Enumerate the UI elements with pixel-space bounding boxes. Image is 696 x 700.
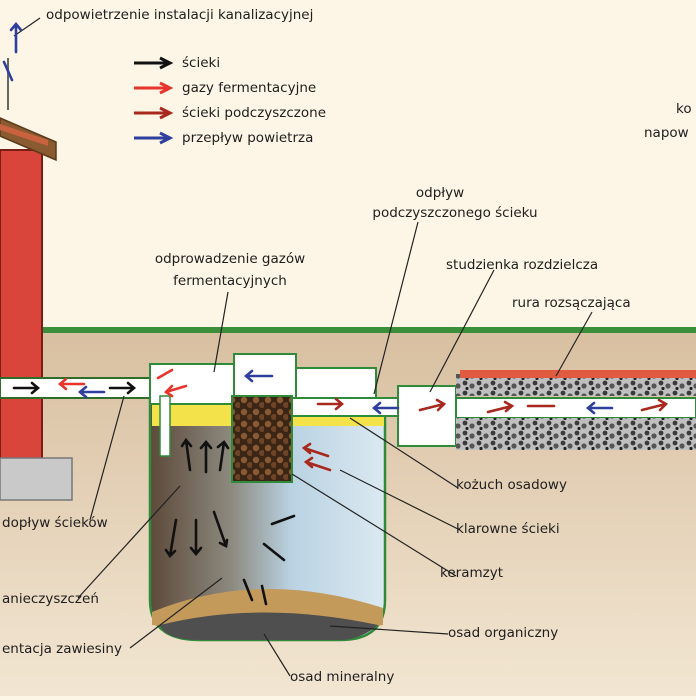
label-vent: odpowietrzenie instalacji kanalizacyjnej xyxy=(46,7,314,23)
label-right-top-1: ko xyxy=(676,101,692,117)
flow-arrows xyxy=(2,21,669,606)
arrow-black-icon xyxy=(134,56,174,70)
legend-label: gazy fermentacyjne xyxy=(182,80,317,96)
legend-label: ścieki podczyszczone xyxy=(182,105,327,121)
label-distribution-box: studzienka rozdzielcza xyxy=(446,257,599,273)
label-contaminants: anieczyszczeń xyxy=(2,591,99,607)
drain-gravel-top xyxy=(456,374,696,396)
ceramsite-filter xyxy=(231,395,293,483)
label-outflow-line2: podczyszczonego ścieku xyxy=(372,205,538,221)
legend-item-airflow: przepływ powietrza xyxy=(130,129,313,147)
label-gas-outlet-line2: fermentacyjnych xyxy=(173,273,287,289)
label-ceramsite: keramzyt xyxy=(440,565,503,581)
legend-item-wastewater: ścieki xyxy=(130,54,220,72)
label-mineral: osad mineralny xyxy=(290,669,395,685)
label-organic: osad organiczny xyxy=(448,625,559,641)
house-wall xyxy=(0,149,43,461)
distribution-box xyxy=(397,385,457,447)
inlet-baffle xyxy=(159,395,171,457)
label-sedimentation: entacja zawiesiny xyxy=(2,641,122,657)
label-drain-pipe: rura rozsączająca xyxy=(512,295,631,311)
label-gas-outlet-line1: odprowadzenie gazów xyxy=(154,251,306,267)
label-right-top-2: napow xyxy=(644,125,689,141)
legend-item-pretreated-wastewater: ścieki podczyszczone xyxy=(130,104,326,122)
drain-red-layer xyxy=(460,370,696,378)
arrow-blue-icon xyxy=(134,131,174,145)
label-outflow-line1: odpływ xyxy=(415,185,465,201)
label-inflow: dopływ ścieków xyxy=(2,515,108,531)
house-foundation xyxy=(0,457,73,501)
legend-label: ścieki xyxy=(182,55,221,71)
sludge-mineral xyxy=(160,612,378,640)
label-scum: kożuch osadowy xyxy=(456,477,567,493)
leader-lines xyxy=(13,17,593,677)
label-clear: klarowne ścieki xyxy=(456,521,560,537)
legend-item-fermentation-gases: gazy fermentacyjne xyxy=(130,79,316,97)
arrow-red-icon xyxy=(134,81,174,95)
drain-gravel-bottom xyxy=(456,418,696,450)
legend-label: przepływ powietrza xyxy=(182,130,314,146)
arrow-darkred-icon xyxy=(134,106,174,120)
roof-edge xyxy=(0,124,48,146)
